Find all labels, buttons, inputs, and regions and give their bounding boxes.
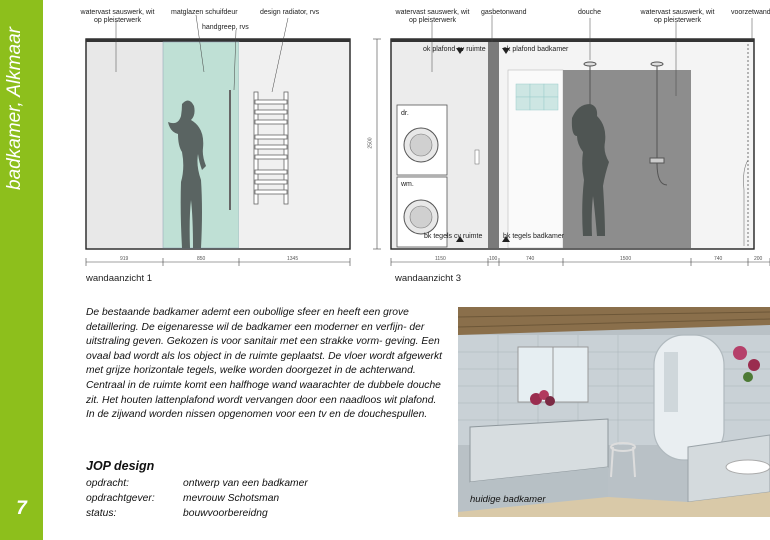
gasbeton-wall	[488, 42, 499, 248]
dim-3-b: 100	[489, 256, 498, 262]
info-value: mevrouw Schotsman	[183, 493, 280, 504]
wall-1-top	[86, 39, 350, 42]
switch-icon	[474, 149, 480, 165]
label-droger: dr.	[401, 110, 409, 117]
shower-right	[649, 61, 668, 186]
label-wasmachine: wm.	[401, 181, 414, 188]
label-radiator: design radiator, rvs	[260, 9, 320, 16]
shower-half-wall	[563, 70, 691, 248]
info-key: opdracht:	[86, 478, 129, 489]
design-radiator	[253, 91, 289, 205]
drawing-wandaanzicht-1	[85, 14, 770, 266]
description-paragraph: De bestaande badkamer ademt een oubollig…	[86, 306, 446, 423]
info-value: bouwvoorbereidng	[183, 508, 268, 519]
dim-3-f: 200	[754, 256, 763, 262]
dim-3-a: 1150	[435, 256, 446, 262]
bathroom-photo-illustration	[458, 307, 770, 517]
project-info: opdracht: ontwerp van een badkamer opdra…	[86, 476, 308, 521]
label-bk-tegels-bad: bk tegels badkamer	[503, 233, 565, 240]
dim-1-a: 919	[120, 256, 129, 262]
person-silhouette	[168, 100, 206, 248]
label-ok-plafond-cv: ok plafond cv ruimte	[423, 46, 486, 53]
wall-1-left-plaster	[87, 42, 163, 248]
label-douche: douche	[578, 9, 601, 16]
info-key: status:	[86, 508, 117, 519]
drawing-1-title: wandaanzicht 1	[86, 273, 153, 284]
info-row-status: status: bouwvoorbereidng	[86, 506, 308, 521]
label-sauswerk-3-left: watervast sauswerk, wit op pleisterwerk	[395, 9, 470, 24]
info-row-opdrachtgever: opdrachtgever: mevrouw Schotsman	[86, 491, 308, 506]
label-schuifdeur: matglazen schuifdeur	[171, 9, 238, 16]
dim-1-c: 1345	[287, 256, 299, 262]
wall-3-top	[391, 39, 754, 42]
label-bk-tegels-cv: bk tegels cv ruimte	[424, 233, 483, 240]
dim-1-b: 850	[197, 256, 206, 262]
window-tiles	[515, 83, 559, 111]
description-text: De bestaande badkamer ademt een oubollig…	[86, 307, 442, 421]
drawing-3-title: wandaanzicht 3	[395, 273, 462, 284]
sidebar	[0, 0, 43, 540]
dim-3-c: 740	[526, 256, 535, 262]
label-voorzetwand: voorzetwand	[731, 9, 770, 16]
person-silhouette-shower	[571, 104, 609, 236]
current-bathroom-photo	[458, 307, 770, 517]
project-heading: JOP design	[86, 459, 155, 473]
label-gasbetonwand: gasbetonwand	[481, 9, 527, 16]
dim-3-e: 740	[714, 256, 723, 262]
dryer	[396, 104, 448, 176]
info-row-opdracht: opdracht: ontwerp van een badkamer	[86, 476, 308, 491]
label-ok-plafond-bad: ok plafond badkamer	[503, 46, 569, 53]
info-key: opdrachtgever:	[86, 493, 155, 504]
dim-3-height: 2500	[367, 137, 374, 149]
page-number: 7	[16, 498, 27, 519]
washing-machine	[396, 176, 448, 248]
label-sauswerk-1: watervast sauswerk, wit op pleisterwerk	[80, 9, 155, 24]
label-handgreep: handgreep, rvs	[202, 24, 249, 31]
dim-3-d: 1500	[620, 256, 632, 262]
photo-caption: huidige badkamer	[470, 494, 546, 505]
label-sauswerk-3-right: watervast sauswerk, wit op pleisterwerk	[640, 9, 715, 24]
info-value: ontwerp van een badkamer	[183, 478, 308, 489]
